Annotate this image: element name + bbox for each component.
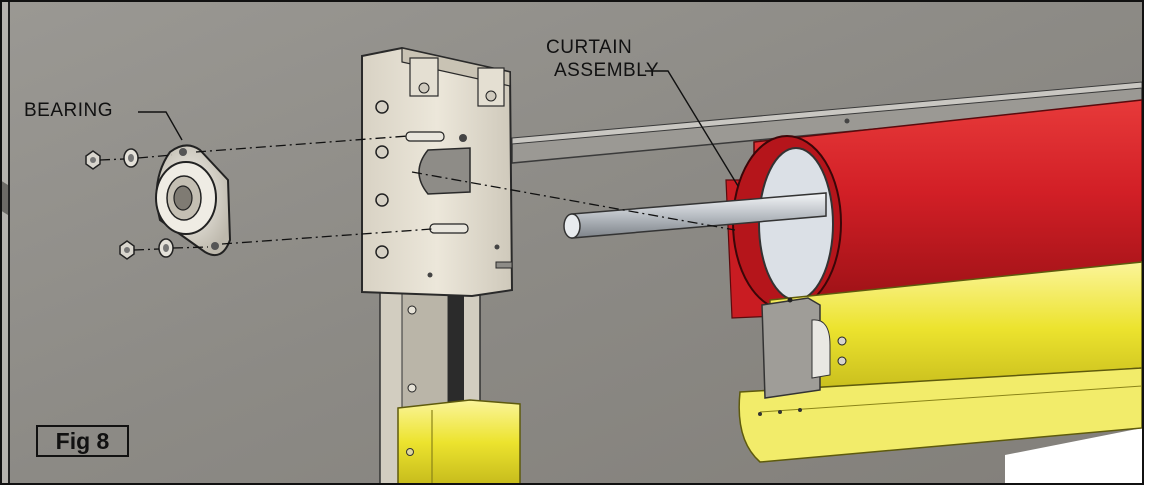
- bracket-notch: [495, 261, 513, 269]
- left-strip: [0, 2, 9, 485]
- nut-upper-hole: [90, 157, 96, 163]
- curtain-leader: [645, 70, 739, 187]
- tab-nut-2: [485, 90, 497, 102]
- washer-upper-hole: [128, 154, 134, 162]
- bar-rivet-3: [798, 408, 802, 412]
- guide-cover-bolt: [406, 448, 414, 456]
- floor-notch: [1005, 428, 1142, 485]
- bracket-bolt-3: [375, 193, 389, 207]
- rail-screw: [844, 118, 850, 124]
- bracket-hole-2: [494, 244, 500, 250]
- bracket-bolt-2: [375, 145, 389, 159]
- bracket-hole-3: [427, 272, 433, 278]
- bearing-hole-top: [179, 148, 187, 156]
- bar-rivet-1: [758, 412, 762, 416]
- end-plate-bolt-1: [837, 336, 847, 346]
- axle-rod-end: [563, 213, 581, 239]
- bearing-leader: [138, 111, 183, 141]
- bracket-slot: [418, 147, 471, 195]
- stud-lower: [429, 223, 469, 234]
- bottom-bar-lower: [738, 367, 1143, 463]
- tab-nut-1: [418, 82, 430, 94]
- nut-lower-hole: [124, 247, 130, 253]
- end-plate: [761, 297, 821, 399]
- bearing-hole-bottom: [211, 242, 219, 250]
- bracket-bolt-4: [375, 245, 389, 259]
- end-plate-bolt-2: [837, 356, 847, 366]
- figure-number-label: Fig 8: [36, 425, 129, 457]
- curtain-assembly-label-line2: ASSEMBLY: [554, 60, 660, 81]
- guide-bolt-2: [407, 383, 417, 393]
- end-plate-hole: [787, 297, 793, 303]
- bottom-bar-seam: [759, 385, 1143, 413]
- curtain-assembly-label-line1: CURTAIN: [546, 37, 633, 58]
- end-plate-slot: [811, 319, 831, 379]
- bearing-label: BEARING: [24, 100, 114, 121]
- alignment-lines: [99, 135, 736, 251]
- stud-upper: [405, 131, 445, 142]
- guide-bolt-1: [407, 305, 417, 315]
- bar-rivet-2: [778, 410, 782, 414]
- washer-lower-hole: [163, 244, 169, 252]
- drum-tube-inner: [758, 147, 834, 301]
- guide-cover: [397, 399, 521, 485]
- bracket-hole-1: [459, 134, 467, 142]
- bracket-bolt-1: [375, 100, 389, 114]
- bearing-bore: [173, 185, 193, 211]
